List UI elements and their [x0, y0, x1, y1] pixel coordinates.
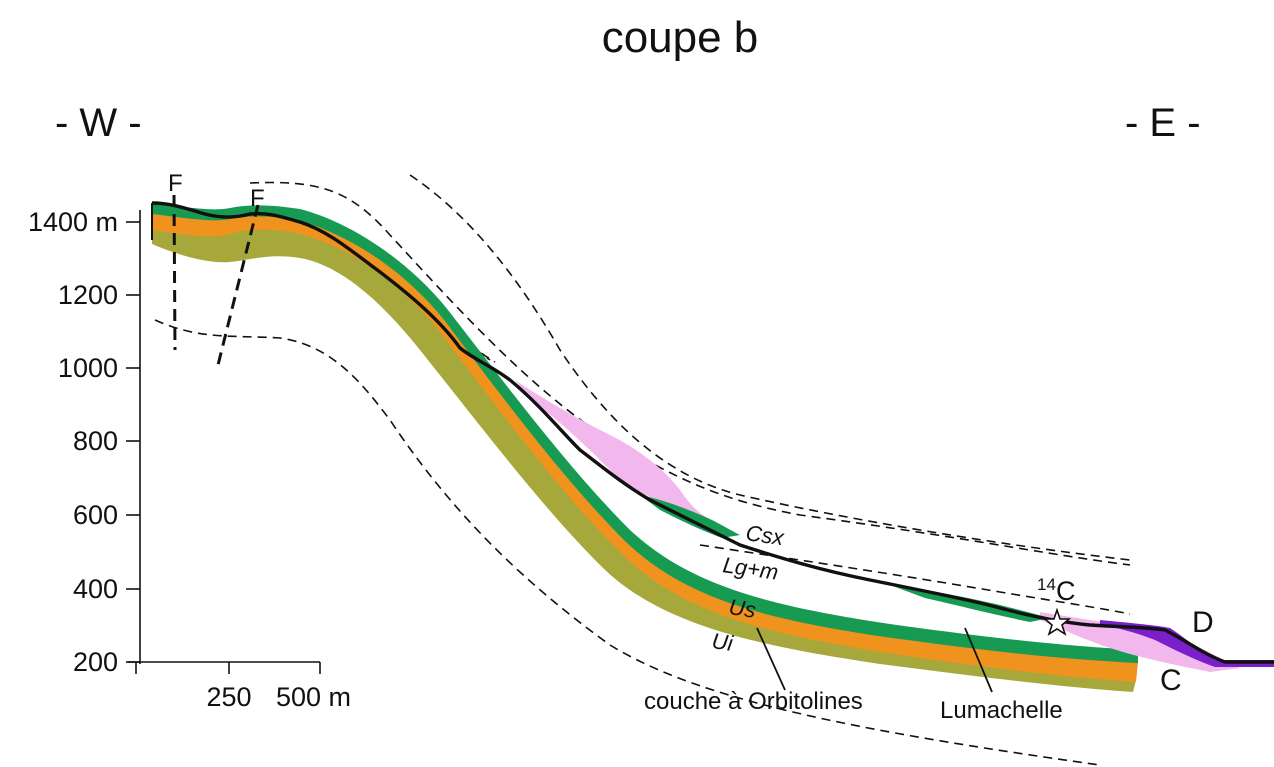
y-tick-label-800: 800: [73, 426, 118, 456]
y-tick-label-200: 200: [73, 647, 118, 677]
star-icon: [1042, 607, 1072, 636]
fault-line-1: [172, 194, 177, 351]
x-axis: [128, 661, 321, 674]
upper-dashed-line-2: [409, 174, 1131, 561]
y-tick-label-1200: 1200: [58, 280, 118, 310]
pink-deposit-lower: [1040, 612, 1240, 672]
east-label: - E -: [1125, 101, 1201, 145]
lower-dashed-line: [154, 319, 1101, 766]
label-lg-m: Lg+m: [721, 552, 780, 585]
label-14c-superscript: 14: [1037, 575, 1056, 594]
annotation-orbitolines: couche à Orbitolines: [644, 688, 863, 715]
green-cover-right: [890, 585, 1050, 622]
leader-lines: [756, 627, 993, 693]
leader-lumachelle: [964, 627, 993, 693]
y-tick-label-600: 600: [73, 500, 118, 530]
y-axis: [126, 210, 141, 664]
fault-label-1: F: [168, 170, 183, 197]
y-tick-label-400: 400: [73, 574, 118, 604]
x-tick-label-250: 250: [206, 682, 251, 712]
label-us: Us: [727, 594, 757, 622]
label-14c: C: [1056, 576, 1076, 606]
west-label: - W -: [55, 101, 142, 145]
fault-label-2: F: [250, 185, 265, 212]
y-tick-label-1000: 1000: [58, 353, 118, 383]
fault-line-2: [216, 204, 260, 366]
pink-deposit-upper: [515, 380, 715, 525]
x-tick-label-500: 500 m: [276, 682, 351, 712]
y-tick-label-1400: 1400 m: [28, 207, 118, 237]
label-ui: Ui: [710, 628, 735, 656]
label-csx: Csx: [744, 520, 786, 550]
section-title: coupe b: [602, 13, 759, 62]
label-d: D: [1192, 606, 1214, 639]
label-c: C: [1160, 664, 1182, 697]
annotation-lumachelle: Lumachelle: [940, 697, 1063, 724]
fault-lines: [172, 194, 260, 366]
leader-orbitolines: [756, 627, 786, 691]
